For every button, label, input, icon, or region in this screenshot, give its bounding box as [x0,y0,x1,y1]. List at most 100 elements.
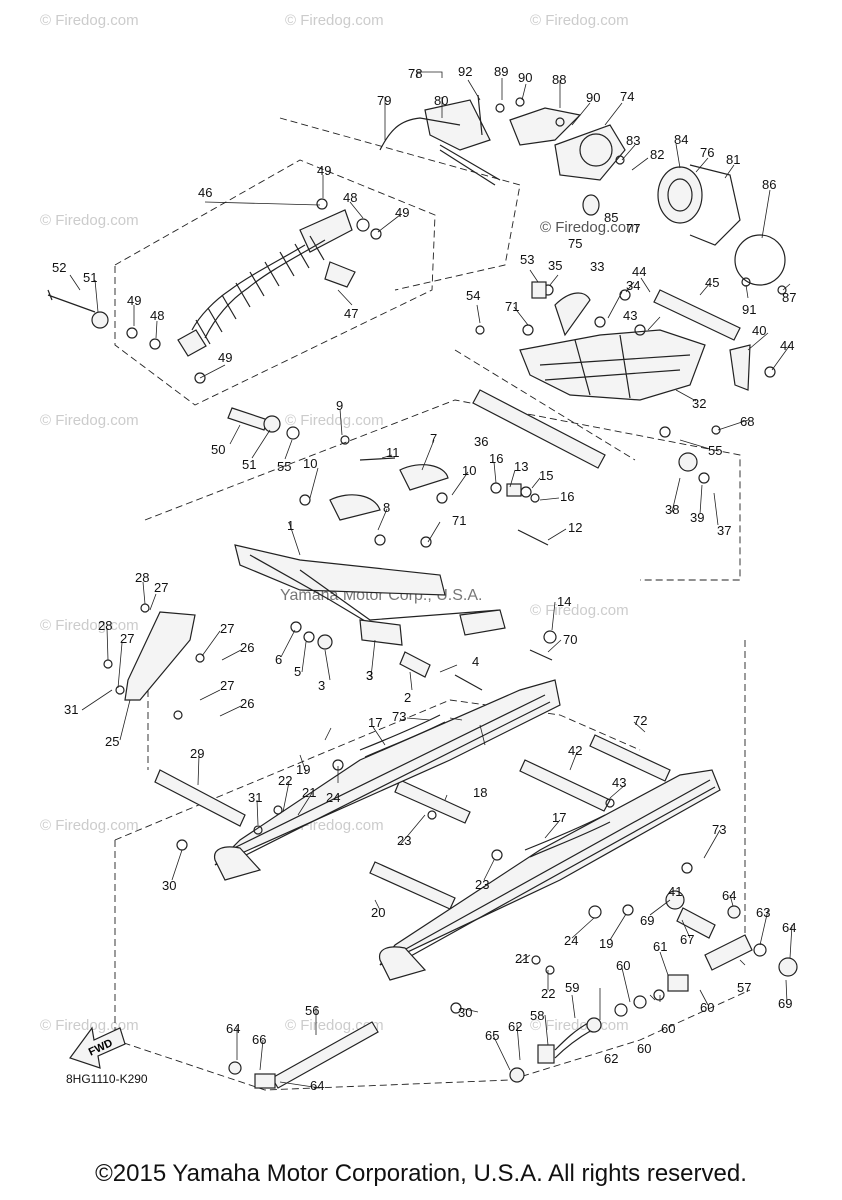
callout-label: 10 [303,456,317,471]
callout-label: 27 [154,580,168,595]
callout-label: 60 [661,1021,675,1036]
callout-label: 62 [508,1019,522,1034]
callout-label: 79 [377,93,391,108]
callout-label: 12 [568,520,582,535]
callout-label: 21 [515,951,529,966]
callout-label: 31 [64,702,78,717]
callout-label: 52 [52,260,66,275]
callout-label: 2 [404,690,411,705]
callout-label: 18 [473,785,487,800]
callout-label: 55 [708,443,722,458]
shock-absorber [177,209,356,357]
callout-label: 37 [717,523,731,538]
callout-label: 58 [530,1008,544,1023]
callout-label: 11 [386,445,400,460]
slide-rails [214,679,721,981]
frame-group-outline [144,399,741,581]
callout-label: 87 [782,290,796,305]
callout-label: 25 [105,734,119,749]
callout-label: 91 [742,302,756,317]
watermark: © Firedog.com [40,1017,139,1034]
callout-label: 15 [539,468,553,483]
callout-label: 22 [541,986,555,1001]
callout-label: 38 [665,502,679,517]
callout-label: 10 [462,463,476,478]
upper-bracket [519,292,706,401]
callout-label: 29 [190,746,204,761]
callout-label: 27 [220,621,234,636]
callout-label: 34 [626,278,640,293]
shock-group-outline [114,159,436,406]
callout-label: 90 [518,70,532,85]
shafts [154,289,753,1089]
callout-label: 51 [83,270,97,285]
group-outlines [114,117,751,1091]
watermark: © Firedog.com [540,219,639,236]
callout-label: 31 [248,790,262,805]
callout-label: 86 [762,177,776,192]
callout-label: 7 [430,431,437,446]
callout-label: 70 [563,632,577,647]
callout-label: 68 [740,414,754,429]
callout-label: 57 [737,980,751,995]
callout-label: 49 [395,205,409,220]
callout-label: 89 [494,64,508,79]
watermark: © Firedog.com [530,1017,629,1034]
callout-label: 50 [211,442,225,457]
watermark: © Firedog.com [285,412,384,429]
callout-label: 28 [135,570,149,585]
callout-label: 39 [690,510,704,525]
callout-label: 14 [557,594,571,609]
callout-label: 48 [150,308,164,323]
callout-label: 48 [343,190,357,205]
bottom-group-outline [114,840,751,1091]
callout-label: 78 [408,66,422,81]
callout-label: 3 [366,668,373,683]
callout-label: 71 [505,299,519,314]
callout-label: 64 [310,1078,324,1093]
callout-label: 60 [700,1000,714,1015]
callout-label: 51 [242,457,256,472]
arm-group-outline [454,349,636,461]
callout-label: 47 [344,306,358,321]
callout-label: 55 [277,459,291,474]
callout-label: 45 [705,275,719,290]
diagram-code: 8HG1110-K290 [66,1072,148,1086]
callout-label: 62 [604,1051,618,1066]
watermark: © Firedog.com [530,602,629,619]
callout-label: 65 [485,1028,499,1043]
callout-label: 13 [514,459,528,474]
callout-label: 27 [120,631,134,646]
callout-label: 30 [458,1005,472,1020]
callout-label: 17 [552,810,566,825]
callout-label: 3 [366,668,373,683]
callout-label: 60 [616,958,630,973]
callout-label: 23 [397,833,411,848]
callout-label: 20 [371,905,385,920]
callout-label: 54 [466,288,480,303]
callout-label: 22 [278,773,292,788]
callout-label: 49 [127,293,141,308]
fasteners [47,97,787,1014]
callout-label: 27 [220,678,234,693]
callout-label: 8 [383,500,390,515]
watermark: © Firedog.com [40,617,139,634]
callout-label: 19 [599,936,613,951]
callout-label: 21 [302,785,316,800]
callout-label: 74 [620,89,634,104]
callout-label: 85 [604,210,618,225]
callout-label: 36 [474,434,488,449]
callout-label: 33 [590,259,604,274]
callout-label: 76 [700,145,714,160]
parts-drawing: FWD [47,94,798,1089]
callout-label: 49 [317,163,331,178]
callout-label: 73 [712,822,726,837]
callout-label: 26 [240,640,254,655]
watermark: © Firedog.com [40,412,139,429]
callout-label: 44 [632,264,646,279]
callout-label: 46 [198,185,212,200]
callout-label: 66 [252,1032,266,1047]
callout-label: 9 [336,398,343,413]
callout-label: 35 [548,258,562,273]
callout-label: 40 [752,323,766,338]
